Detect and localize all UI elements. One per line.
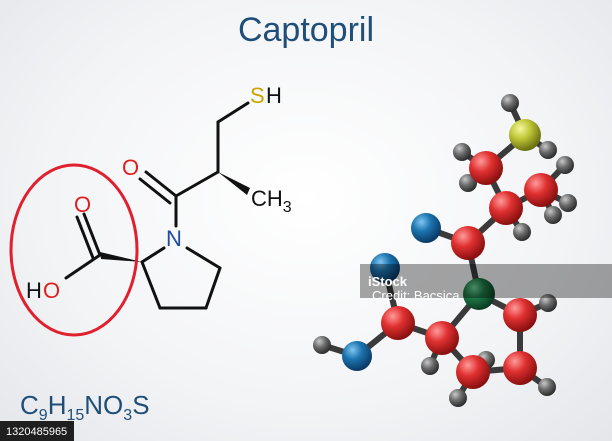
ring-bond-2 <box>204 266 222 310</box>
sulfur-label: S <box>250 83 265 108</box>
bond-carboxyl-o-2 <box>75 215 95 260</box>
ring-bond-4 <box>140 260 162 310</box>
bond-c-carbonyl <box>174 170 220 198</box>
hydrogen-atom <box>539 141 557 159</box>
carbon-atom <box>381 306 415 340</box>
carbon-atom <box>489 191 523 225</box>
bond-carboxyl-o-1 <box>82 212 102 257</box>
carbon-atom <box>524 173 558 207</box>
carbon-atom <box>451 226 485 260</box>
nitrogen-label: N <box>166 226 182 251</box>
oxygen-atom <box>411 213 441 243</box>
hydrogen-atom <box>556 156 574 174</box>
hydroxyl-o-label: O <box>43 278 60 303</box>
carbonyl-o-label: O <box>122 155 139 180</box>
molecular-formula: C9H15NO3S <box>20 390 150 424</box>
sulfur-atom <box>509 119 541 151</box>
hydrogen-atom <box>538 378 556 396</box>
oxygen-atom <box>342 341 372 371</box>
wedge-carboxyl <box>100 252 142 262</box>
hydrogen-atom <box>421 357 439 375</box>
page-title: Captopril <box>238 11 374 49</box>
watermark-band <box>360 264 612 298</box>
carboxyl-o-label: O <box>74 192 91 217</box>
carbon-atom <box>456 355 490 389</box>
bond-s-ch2 <box>216 101 250 124</box>
carbon-atom <box>469 151 503 185</box>
skeletal-structure: S H O N CH3 O H O <box>9 83 292 337</box>
hydrogen-atom <box>313 336 331 354</box>
hydrogen-atom <box>449 389 467 407</box>
bond-carbonyl-o-1 <box>144 170 178 198</box>
hydrogen-atom <box>544 206 562 224</box>
watermark-credit: Credit: Bacsica <box>372 288 460 303</box>
carbon-atom <box>503 351 537 385</box>
sulfur-h-label: H <box>266 83 282 108</box>
carbon-atom <box>425 321 459 355</box>
bond-carbonyl-o-2 <box>138 177 172 205</box>
ring-bond-1 <box>185 246 222 270</box>
image-id: 1320485965 <box>6 426 67 438</box>
watermark-brand: iStock <box>368 274 408 289</box>
hydrogen-atom <box>459 174 477 192</box>
oxygen-atom <box>370 253 400 283</box>
bond-carboxyl-oh <box>64 253 102 280</box>
nitrogen-atom <box>463 278 495 310</box>
watermark: iStock Credit: Bacsica <box>360 264 612 303</box>
image-id-strip <box>0 421 74 441</box>
hydroxyl-h-label: H <box>26 278 42 303</box>
hydrogen-atom <box>539 294 557 312</box>
wedge-methyl <box>218 172 250 195</box>
carbon-atom <box>503 298 537 332</box>
ring-bond-5 <box>140 246 166 264</box>
hydrogen-atom <box>513 223 531 241</box>
carboxyl-highlight-circle <box>9 163 139 337</box>
ball-and-stick-model <box>313 94 577 407</box>
methyl-label: CH3 <box>251 186 292 216</box>
hydrogen-atom <box>501 94 519 112</box>
hydrogen-atom <box>559 194 577 212</box>
hydrogen-atom <box>453 143 471 161</box>
